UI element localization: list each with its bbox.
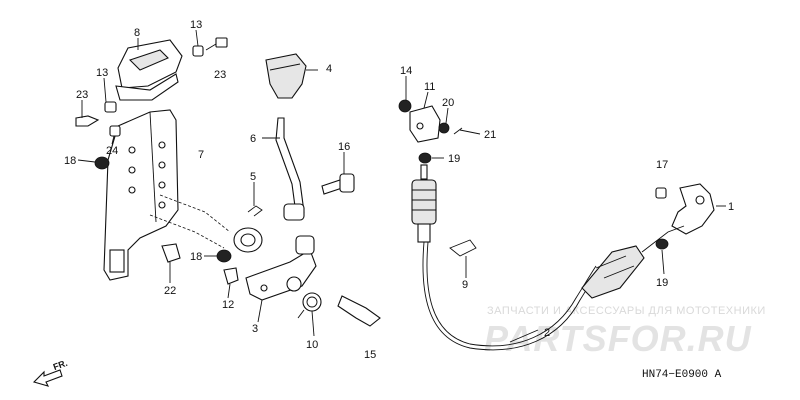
callout-15: 15 (364, 349, 376, 361)
callout-23b: 23 (76, 89, 88, 101)
callout-17: 17 (656, 159, 668, 171)
callout-13b: 13 (96, 67, 108, 79)
part-16-pivot-bolt (321, 173, 355, 195)
callout-4: 4 (326, 63, 332, 75)
part-5-clip (247, 205, 263, 217)
callout-18b: 18 (190, 251, 202, 263)
watermark-tagline: ЗАПЧАСТИ И АКСЕССУАРЫ ДЛЯ МОТОТЕХНИКИ (487, 305, 766, 317)
leader-lines (77, 29, 726, 343)
part-6-shift-lever (275, 117, 305, 221)
callout-8: 8 (134, 27, 140, 39)
part-17-bolt (655, 187, 667, 199)
part-11-holder (409, 105, 441, 143)
part-4-shift-knob (265, 53, 307, 99)
part-3-shift-arm (233, 227, 317, 301)
part-22-bolt (161, 243, 181, 263)
callout-3: 3 (252, 323, 258, 335)
callout-20: 20 (442, 97, 454, 109)
callout-16: 16 (338, 141, 350, 153)
callout-labels: 8 13 23 13 23 24 18 7 22 4 6 5 16 18 12 … (64, 19, 734, 361)
callout-14: 14 (400, 65, 412, 77)
part-2-shift-cable (411, 164, 645, 351)
callout-12: 12 (222, 299, 234, 311)
callout-5: 5 (250, 171, 256, 183)
part-19a-nut (418, 152, 432, 164)
callout-11: 11 (424, 81, 435, 93)
front-direction-arrow-icon (32, 369, 63, 387)
part-24-nut (109, 125, 121, 137)
part-14-nut (398, 99, 412, 113)
part-1-cable-end (671, 183, 715, 235)
part-9-clip (449, 239, 477, 257)
callout-10: 10 (306, 339, 318, 351)
callout-22: 22 (164, 285, 176, 297)
callout-19b: 19 (656, 277, 668, 289)
part-23b-bolt (75, 115, 100, 127)
watermark-logo: PARTSFOR.RU (484, 318, 752, 359)
callout-7: 7 (198, 149, 204, 161)
callout-9: 9 (462, 279, 468, 291)
part-18b-grommet (216, 249, 232, 263)
callout-13a: 13 (190, 19, 202, 31)
diagram-code: HN74−E0900 A (642, 369, 722, 381)
callout-6: 6 (250, 133, 256, 145)
part-21-pin (453, 127, 463, 135)
part-20-washer (438, 122, 450, 134)
part-13a-nut (192, 45, 204, 57)
part-12-bolt (223, 267, 239, 285)
part-13b-nut (104, 101, 117, 113)
part-23a-bolt (215, 37, 228, 48)
callout-24: 24 (106, 145, 118, 157)
part-7-bracket-plate (103, 109, 179, 281)
part-19b-nut (655, 238, 669, 250)
callout-18a: 18 (64, 155, 76, 167)
callout-19a: 19 (448, 153, 460, 165)
callout-1: 1 (728, 201, 734, 213)
part-15-bolt (337, 295, 381, 327)
callout-21: 21 (484, 129, 496, 141)
callout-23a: 23 (214, 69, 226, 81)
callout-2: 2 (544, 327, 550, 339)
part-18a-grommet (94, 156, 110, 170)
part-8-shift-cover (115, 39, 183, 101)
part-10-spring (297, 292, 322, 319)
